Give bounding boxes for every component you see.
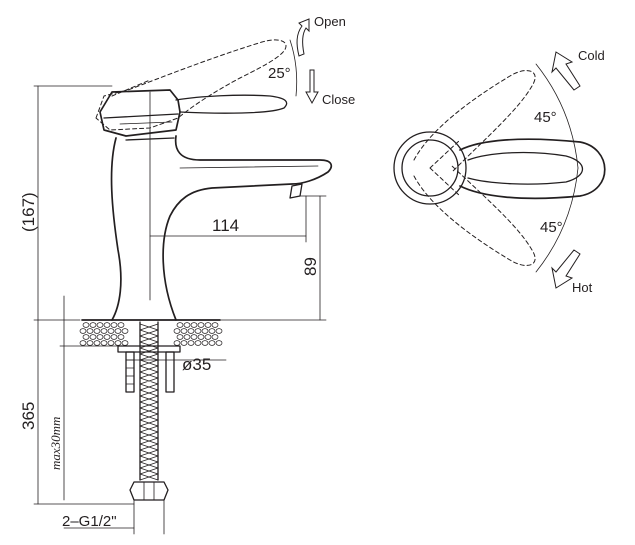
dim-body-height: (167) xyxy=(19,192,38,232)
cold-angle-label: 45° xyxy=(534,109,557,126)
dim-spout-height: 89 xyxy=(301,257,320,276)
open-lever-outline xyxy=(95,39,287,131)
cold-arrow-icon xyxy=(551,51,581,91)
base-outer-circle xyxy=(393,131,467,205)
base-inner-circle xyxy=(401,139,459,197)
cold-label: Cold xyxy=(578,48,605,63)
braided-hose xyxy=(129,321,169,501)
faucet-handle xyxy=(99,89,288,137)
hot-angle-arc xyxy=(535,167,579,273)
top-view: Cold Hot 45° 45° xyxy=(393,48,606,295)
hot-label: Hot xyxy=(572,280,593,295)
dim-spout-reach: 114 xyxy=(212,216,239,235)
close-arrow-icon xyxy=(305,69,319,105)
dim-connection: 2–G1/2" xyxy=(62,513,117,530)
close-label: Close xyxy=(322,92,355,107)
side-view: Open Close 25° xyxy=(19,14,355,535)
dimension-lines xyxy=(33,85,327,535)
dim-hose-length: 365 xyxy=(19,402,38,430)
top-view-lever xyxy=(429,138,606,200)
cold-angle-arc xyxy=(535,63,579,169)
lever-angle-arc xyxy=(289,39,298,97)
hot-arrow-icon xyxy=(551,249,581,289)
hot-handle-outline xyxy=(413,165,536,266)
counter-section xyxy=(78,322,223,346)
dim-hole-diameter: ø35 xyxy=(182,355,211,374)
open-arrow-icon xyxy=(296,18,310,57)
cold-handle-outline xyxy=(413,70,536,173)
hot-angle-label: 45° xyxy=(540,219,563,236)
lever-angle-label: 25° xyxy=(268,65,291,82)
open-label: Open xyxy=(314,14,346,29)
dim-max-thickness: max30mm xyxy=(48,417,63,470)
